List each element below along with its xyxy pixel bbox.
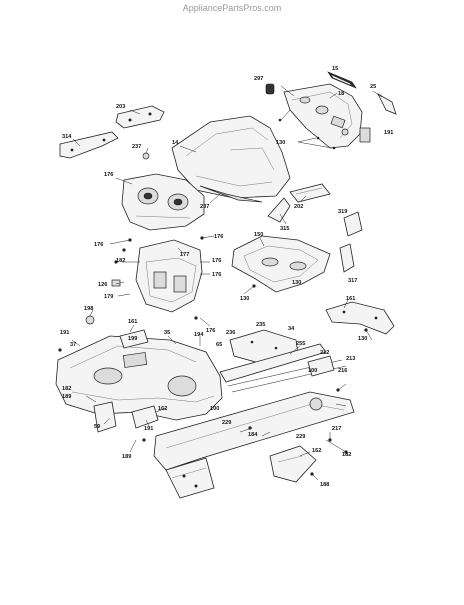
part-255-axle [219,343,327,383]
part-161-side-bracket [325,301,395,335]
part-202-vent [289,183,331,203]
label-191-left: 191 [60,330,69,336]
label-182-mid: 182 [62,386,71,392]
label-191-top: 191 [384,130,393,136]
label-237-top: 237 [132,144,141,150]
label-182-lower: 182 [342,452,351,458]
part-317-bracket [339,243,355,273]
label-34: 34 [288,326,295,332]
label-130-lower: 130 [358,336,367,342]
label-189-lower: 189 [122,454,131,460]
part-162-bracket-left [131,405,159,429]
label-184: 184 [248,432,258,438]
part-25-lever [377,92,397,115]
part-37-fender-deck [55,335,223,421]
part-150-pan [231,235,331,293]
label-100-lower: 100 [210,406,219,412]
label-176-mid2: 176 [212,272,221,278]
part-177-frame [135,239,203,313]
label-217: 217 [332,426,341,432]
label-297: 297 [254,76,263,82]
label-18: 18 [338,91,344,97]
part-203-bracket [115,105,165,129]
label-191-lower: 191 [144,426,153,432]
label-314: 314 [62,134,72,140]
label-176-grille: 176 [104,172,113,178]
watermark: AppliancePartsPros.com [182,3,282,13]
label-126: 126 [98,282,107,288]
label-199: 199 [128,336,137,342]
label-177: 177 [180,252,189,258]
label-182-upper: 182 [116,258,125,264]
label-100-upper: 100 [308,368,317,374]
label-315: 315 [280,226,289,232]
label-130-right: 130 [292,280,301,286]
part-100-chassis [153,391,355,499]
label-198: 198 [84,306,93,312]
label-189: 189 [62,394,71,400]
label-229: 229 [222,420,231,426]
label-317: 317 [348,278,357,284]
label-176-lower: 176 [206,328,215,334]
part-176-grille [121,173,205,231]
part-216-mount [307,355,335,411]
part-191-bracket-top [359,127,371,143]
label-65: 65 [216,342,222,348]
label-176-left: 176 [94,242,103,248]
part-dash-panel [283,83,363,149]
label-229-right: 229 [296,434,305,440]
label-194: 194 [194,332,204,338]
label-15: 15 [332,66,338,72]
part-198-knob [85,315,95,325]
label-161-right: 161 [346,296,355,302]
part-126-bolt [111,279,121,287]
label-212: 212 [320,350,329,356]
label-161-left: 161 [128,319,137,325]
label-188: 188 [320,482,329,488]
part-59-brace [93,401,117,433]
label-162-right: 162 [312,448,321,454]
label-213: 213 [346,356,355,362]
label-319: 319 [338,209,347,215]
part-15-throttle-cover [327,71,357,89]
part-237-screw [142,152,150,160]
label-37: 37 [70,342,76,348]
label-235: 235 [256,322,265,328]
part-297-switch [265,83,275,95]
label-237-mid: 237 [200,204,209,210]
label-130-mid: 130 [240,296,249,302]
label-236: 236 [226,330,235,336]
label-150: 150 [254,232,263,238]
label-203: 203 [116,104,125,110]
label-176-right: 176 [214,234,223,240]
part-237-trim [199,185,263,203]
label-202: 202 [294,204,303,210]
part-319-bracket [343,211,363,237]
label-14: 14 [172,140,179,146]
part-229-shield [269,445,317,483]
part-199-seat-bracket [119,329,149,349]
label-216: 216 [338,368,347,374]
label-179: 179 [104,294,113,300]
label-162-left: 162 [158,406,167,412]
label-35: 35 [164,330,170,336]
label-25: 25 [370,84,376,90]
label-255: 255 [296,341,305,347]
label-59: 59 [94,424,100,430]
label-176-mid1: 176 [212,258,221,264]
part-314-bar [59,131,119,159]
part-315-trim [267,197,291,223]
label-130-top: 130 [276,140,285,146]
part-217-rod [325,439,347,453]
